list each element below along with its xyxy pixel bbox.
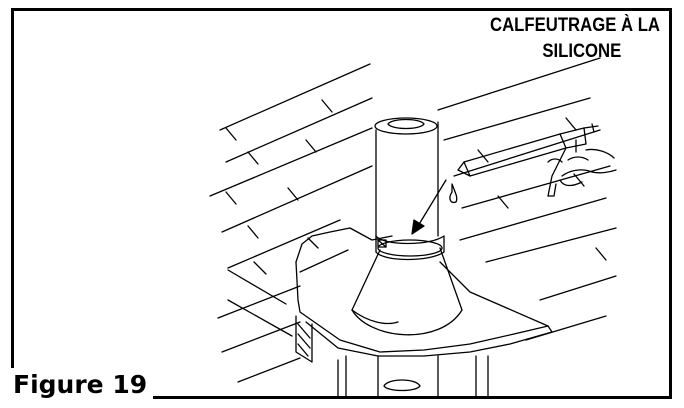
figure-frame bbox=[11, 8, 672, 399]
chimney-pipe bbox=[374, 117, 439, 237]
caulk-arrow bbox=[411, 179, 447, 235]
rafter-block bbox=[295, 315, 313, 363]
roof-shingles bbox=[209, 63, 373, 383]
collar-band bbox=[375, 235, 445, 261]
figure-title: Figure 19 bbox=[11, 368, 154, 402]
storm-collar-cone bbox=[351, 239, 463, 336]
caulking-gun bbox=[457, 123, 617, 197]
callout-line-2: SILICONE bbox=[542, 41, 622, 62]
roof-edge bbox=[227, 269, 287, 305]
callout-line-1: CALFEUTRAGE À LA bbox=[490, 15, 660, 36]
silicone-drop bbox=[449, 183, 458, 204]
lower-pipe bbox=[337, 355, 489, 399]
flashing-plate bbox=[295, 227, 553, 357]
roof-shingles-right bbox=[437, 57, 617, 341]
silicone-caulking-label: CALFEUTRAGE À LA SILICONE bbox=[466, 13, 660, 65]
